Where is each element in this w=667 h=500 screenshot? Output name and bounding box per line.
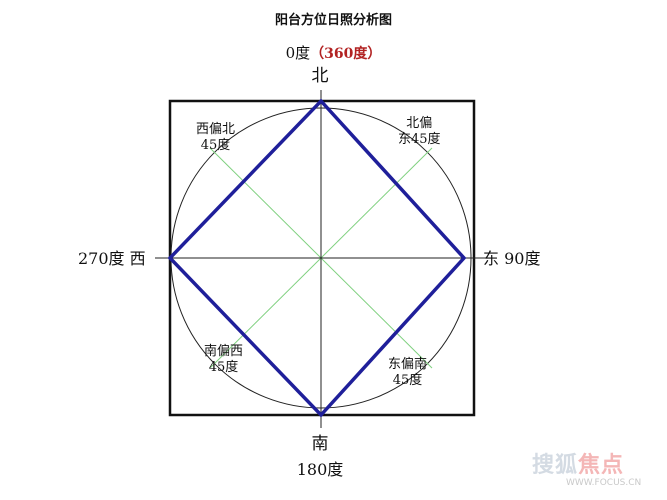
quadrant-se-line2: 45度 — [392, 373, 423, 389]
quadrant-ne-line2: 东45度 — [398, 132, 441, 148]
quadrant-sw-line2: 45度 — [208, 360, 239, 376]
north-label: 北 — [311, 66, 329, 86]
diagram-title: 阳台方位日照分析图 — [274, 13, 392, 28]
quadrant-ne-line1: 北偏 — [406, 116, 433, 131]
top-degree-alt: （360度） — [310, 46, 382, 62]
watermark-main-text: 搜狐 — [532, 453, 579, 478]
quadrant-northeast: 北偏 东45度 — [398, 116, 441, 149]
quadrant-southwest: 南偏西 45度 — [204, 344, 243, 377]
south-degree-label: 180度 — [296, 460, 344, 479]
watermark-main: 搜狐焦点 — [532, 453, 624, 478]
south-label: 南 — [311, 434, 329, 454]
top-degree-label: 0度（360度） — [0, 44, 667, 62]
quadrant-southeast: 东偏南 45度 — [388, 357, 427, 390]
orientation-diamond — [167, 98, 467, 418]
top-degree-main: 0度 — [285, 44, 311, 62]
east-label: 东 90度 — [483, 249, 541, 268]
watermark-site: WWW.FOCUS.CN — [566, 478, 642, 488]
quadrant-nw-line1: 西偏北 — [196, 122, 236, 137]
watermark-accent: 焦点 — [578, 453, 625, 478]
quadrant-northwest: 西偏北 45度 — [196, 122, 235, 155]
focus-watermark-logo: 搜狐焦点 WWW.FOCUS.CN — [532, 455, 641, 488]
quadrant-se-line1: 东偏南 — [388, 357, 428, 372]
quadrant-nw-line2: 45度 — [200, 138, 231, 154]
west-label: 270度 西 — [78, 249, 146, 268]
quadrant-sw-line1: 南偏西 — [204, 344, 244, 359]
